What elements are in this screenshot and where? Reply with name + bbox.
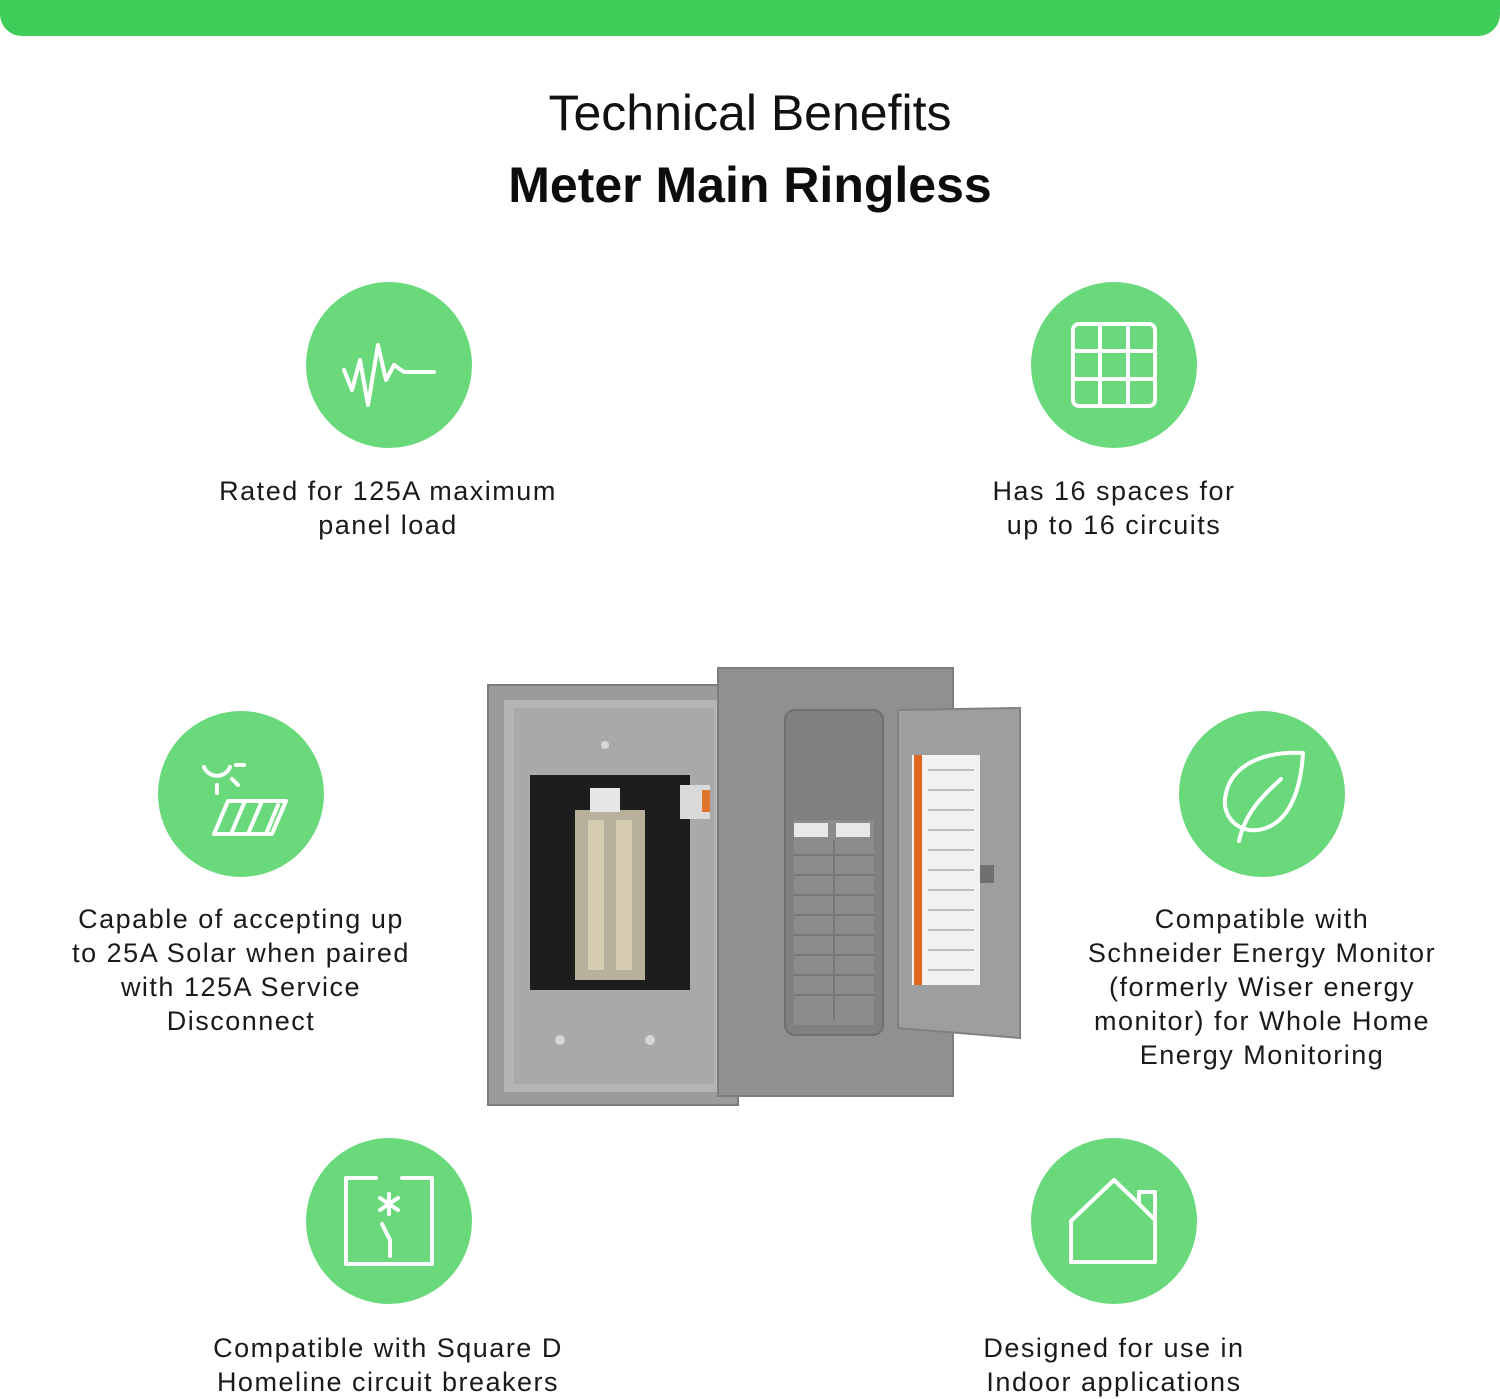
load-center-product-image — [480, 660, 1030, 1110]
feature-text-indoor: Designed for use in Indoor applications — [983, 1333, 1245, 1397]
grid-icon — [1031, 282, 1197, 448]
feature-text-breakers: Compatible with Square D Homeline circui… — [213, 1333, 563, 1397]
circuit-breaker-icon — [306, 1138, 472, 1304]
feature-text-energy-monitor: Compatible with Schneider Energy Monitor… — [1087, 904, 1437, 1070]
feature-text-panel-load: Rated for 125A maximum panel load — [219, 476, 557, 540]
top-accent-bar — [0, 0, 1500, 36]
waveform-icon — [306, 282, 472, 448]
feature-text-solar: Capable of accepting up to 25A Solar whe… — [72, 904, 410, 1036]
page-subtitle: Meter Main Ringless — [508, 157, 992, 213]
solar-panel-icon — [158, 711, 324, 877]
feature-text-spaces: Has 16 spaces for up to 16 circuits — [992, 476, 1236, 540]
page-title: Technical Benefits — [548, 85, 952, 141]
leaf-icon — [1179, 711, 1345, 877]
house-icon — [1031, 1138, 1197, 1304]
